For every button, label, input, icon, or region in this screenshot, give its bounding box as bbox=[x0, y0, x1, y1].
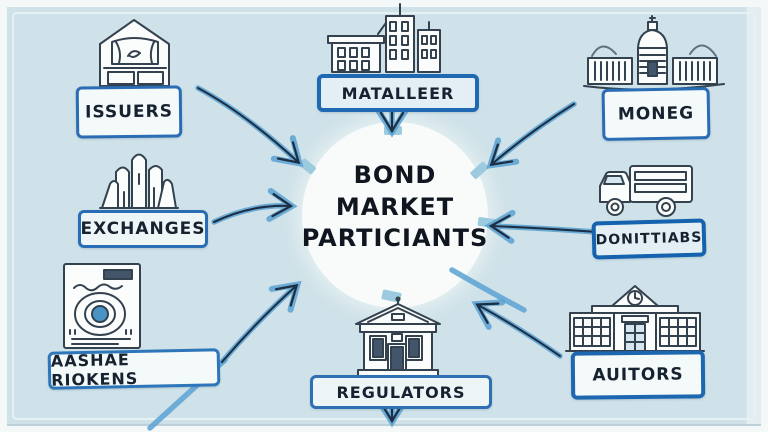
arrow-auitors-to-center bbox=[449, 267, 563, 359]
right-border-strip bbox=[746, 7, 761, 425]
label-auitors: AUITORS bbox=[570, 350, 706, 400]
arrow-moneg-to-center bbox=[486, 101, 577, 169]
label-aashae-riokens: AASHAE RIOKENS bbox=[47, 348, 221, 390]
title-line-2: MARKET bbox=[335, 192, 455, 221]
title-line-1: BOND bbox=[353, 161, 437, 189]
arrow-issuers-to-center bbox=[195, 85, 304, 168]
arrow-donittiabs-to-center bbox=[484, 209, 600, 244]
document-seal-icon bbox=[63, 263, 141, 349]
delivery-truck-icon bbox=[599, 165, 693, 217]
label-donittiabs: DONITTIABS bbox=[591, 218, 707, 260]
label-regulators: REGULATORS bbox=[310, 375, 492, 409]
arrow-exchanges-to-center bbox=[211, 187, 298, 225]
bank-pediment-icon bbox=[99, 19, 170, 87]
diagram-title: BOND MARKET PARTICIANTS bbox=[292, 160, 498, 255]
label-exchanges: EXCHANGES bbox=[78, 210, 208, 248]
capitol-dome-icon bbox=[583, 15, 725, 91]
center-circle bbox=[302, 122, 488, 308]
label-issuers: ISSUERS bbox=[75, 85, 183, 139]
title-line-3: PARTICIANTS bbox=[301, 224, 489, 253]
label-moneg: MONEG bbox=[601, 87, 711, 141]
bank-clock-icon bbox=[565, 285, 705, 352]
city-buildings-icon bbox=[327, 3, 441, 73]
label-matalleer: MATALLEER bbox=[317, 74, 479, 112]
people-group-icon bbox=[99, 153, 179, 209]
courthouse-icon bbox=[355, 296, 441, 377]
